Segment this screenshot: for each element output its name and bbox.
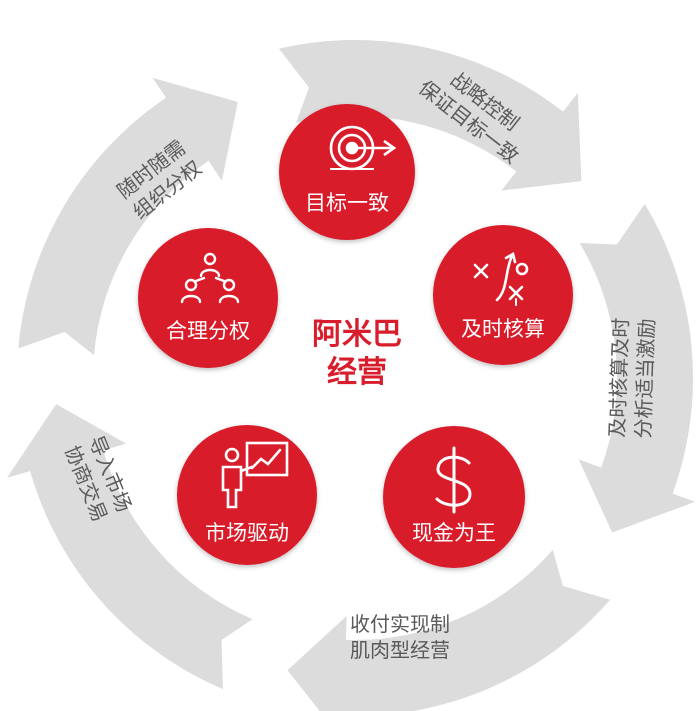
circle-label-delegation: 合理分权 — [166, 319, 250, 343]
arrow-caption-2-line2: 分析适当激励 — [631, 318, 659, 439]
arrow-caption-2-line1: 及时核算及时 — [605, 317, 633, 438]
arrow-caption-3: 收付实现制 肌肉型经营 — [350, 612, 450, 662]
cycle-arrow-ring — [7, 40, 696, 711]
cycle-arrow-1 — [278, 40, 582, 191]
circle-label-market: 市场驱动 — [205, 521, 289, 545]
circle-goal-alignment: 目标一致 — [279, 104, 415, 240]
center-title-line1: 阿米巴 — [312, 317, 402, 352]
cycle-arrow-5 — [18, 77, 238, 356]
center-title: 阿米巴 经营 — [312, 317, 402, 390]
arrow-caption-3-line2: 肌肉型经营 — [350, 638, 450, 662]
circle-label-goal: 目标一致 — [305, 191, 389, 215]
circle-timely-accounting: 及时核算 — [433, 225, 573, 365]
cycle-arrow-3 — [287, 549, 611, 711]
cycle-arrow-4 — [7, 404, 253, 690]
center-title-line2: 经营 — [327, 355, 387, 390]
dollar-icon — [435, 446, 472, 514]
cycle-arrow-2 — [578, 203, 696, 533]
circle-label-accounting: 及时核算 — [461, 317, 545, 341]
arrow-caption-2: 及时核算及时 分析适当激励 — [605, 317, 659, 439]
presenter-chart-icon — [221, 441, 289, 509]
strategy-play-icon — [473, 252, 529, 306]
circle-market-driven: 市场驱动 — [177, 425, 317, 565]
circle-label-cash: 现金为王 — [412, 521, 496, 545]
arrow-caption-3-line1: 收付实现制 — [350, 612, 450, 636]
org-hierarchy-icon — [180, 252, 240, 304]
circle-cash-king: 现金为王 — [383, 426, 525, 568]
circle-reasonable-delegation: 合理分权 — [138, 228, 278, 368]
target-icon — [329, 125, 397, 171]
